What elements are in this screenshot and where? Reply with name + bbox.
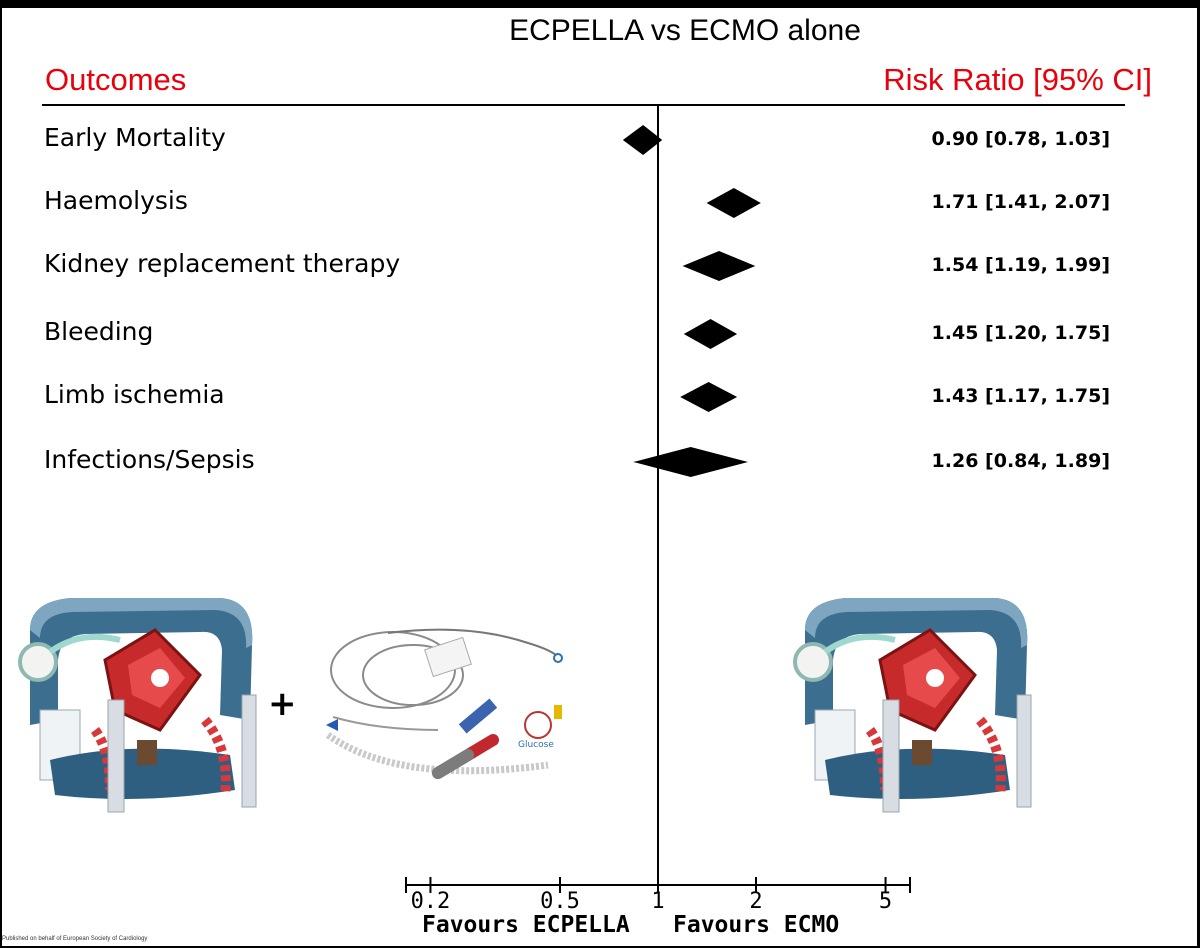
frame-top bbox=[0, 0, 1200, 8]
x-tick-label: 5 bbox=[879, 889, 892, 914]
frame-left bbox=[0, 0, 2, 948]
impella-catheter-illustration: Glucose bbox=[325, 628, 563, 779]
publisher-note: Published on behalf of European Society … bbox=[2, 936, 148, 942]
effect-diamond bbox=[633, 447, 749, 477]
frame-bottom bbox=[0, 946, 1200, 948]
outcome-label: Infections/Sepsis bbox=[44, 445, 255, 474]
outcome-label: Early Mortality bbox=[44, 123, 226, 152]
x-tick-label: 0.2 bbox=[411, 889, 451, 914]
ci-label: 1.43 [1.17, 1.75] bbox=[931, 385, 1110, 407]
x-tick-label: 1 bbox=[651, 889, 664, 914]
effect-diamond bbox=[680, 382, 738, 412]
glucose-label: Glucose bbox=[518, 740, 554, 750]
outcome-label: Haemolysis bbox=[44, 186, 188, 215]
outcome-label: Limb ischemia bbox=[44, 380, 225, 409]
outcomes-header: Outcomes bbox=[45, 62, 187, 97]
chart-title: ECPELLA vs ECMO alone bbox=[509, 14, 861, 47]
ecmo-console-illustration-right bbox=[793, 598, 1032, 813]
ci-label: 0.90 [0.78, 1.03] bbox=[931, 128, 1110, 150]
frame-right bbox=[1197, 0, 1200, 948]
effect-diamond bbox=[682, 251, 756, 281]
plus-sign: + bbox=[268, 684, 297, 724]
x-tick-label: 2 bbox=[749, 889, 762, 914]
x-tick-label: 0.5 bbox=[540, 889, 580, 914]
outcome-label: Bleeding bbox=[44, 317, 154, 346]
ci-label: 1.45 [1.20, 1.75] bbox=[931, 322, 1110, 344]
favours-left-label: Favours ECPELLA bbox=[422, 912, 630, 938]
risk-ratio-header: Risk Ratio [95% CI] bbox=[883, 62, 1152, 97]
favours-right-label: Favours ECMO bbox=[673, 912, 840, 938]
effect-diamond bbox=[683, 319, 738, 349]
outcome-label: Kidney replacement therapy bbox=[44, 249, 401, 278]
effect-diamond bbox=[622, 125, 663, 155]
ci-label: 1.54 [1.19, 1.99] bbox=[931, 254, 1110, 276]
ecmo-console-illustration bbox=[18, 598, 257, 813]
ci-label: 1.26 [0.84, 1.89] bbox=[931, 450, 1110, 472]
header-rule bbox=[42, 104, 1125, 106]
effect-diamond bbox=[706, 188, 761, 218]
ci-label: 1.71 [1.41, 2.07] bbox=[931, 191, 1110, 213]
